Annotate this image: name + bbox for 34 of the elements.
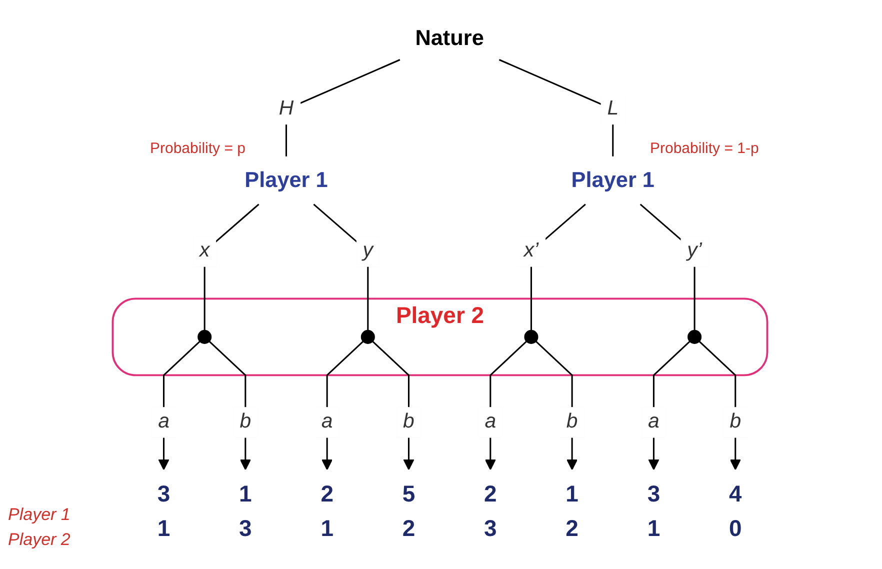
edge-label: a xyxy=(158,410,170,433)
edge-label: b xyxy=(566,410,578,433)
edge-label: b xyxy=(240,410,252,433)
edge-label: b xyxy=(730,410,742,433)
edge-label: a xyxy=(484,410,496,433)
edge-label: H xyxy=(278,98,294,120)
edge-label: x’ xyxy=(524,240,539,262)
edge-label: b xyxy=(403,410,414,433)
row-label: Player 1 xyxy=(8,505,70,525)
node-text: 3 1 xyxy=(157,481,170,542)
edge-label: y xyxy=(362,240,374,262)
node-circle xyxy=(360,330,375,344)
probability-label: Probability = 1-p xyxy=(650,140,759,157)
probability-label: Probability = p xyxy=(150,140,246,157)
edge-label: a xyxy=(648,410,660,433)
edge-label: x xyxy=(199,240,210,262)
row-label: Player 2 xyxy=(8,530,70,550)
cluster: Player 2 xyxy=(112,298,768,376)
edge-label: a xyxy=(321,410,333,433)
edge-label: L xyxy=(607,98,619,120)
node-text: Nature xyxy=(415,26,484,50)
edge-label: y’ xyxy=(687,240,702,262)
node-text: 1 2 xyxy=(566,481,578,542)
node-text: Player 1 xyxy=(244,168,328,192)
node-circle xyxy=(688,330,702,344)
node-circle xyxy=(524,330,538,344)
node-text: 4 0 xyxy=(728,481,742,542)
node-circle xyxy=(198,330,212,344)
node-text: Player 1 xyxy=(571,168,654,192)
node-text: 2 3 xyxy=(484,481,497,542)
node-text: 2 1 xyxy=(320,481,334,542)
node-text: 5 2 xyxy=(402,481,416,542)
node-text: 1 3 xyxy=(239,481,252,542)
node-text: 3 1 xyxy=(647,481,660,542)
